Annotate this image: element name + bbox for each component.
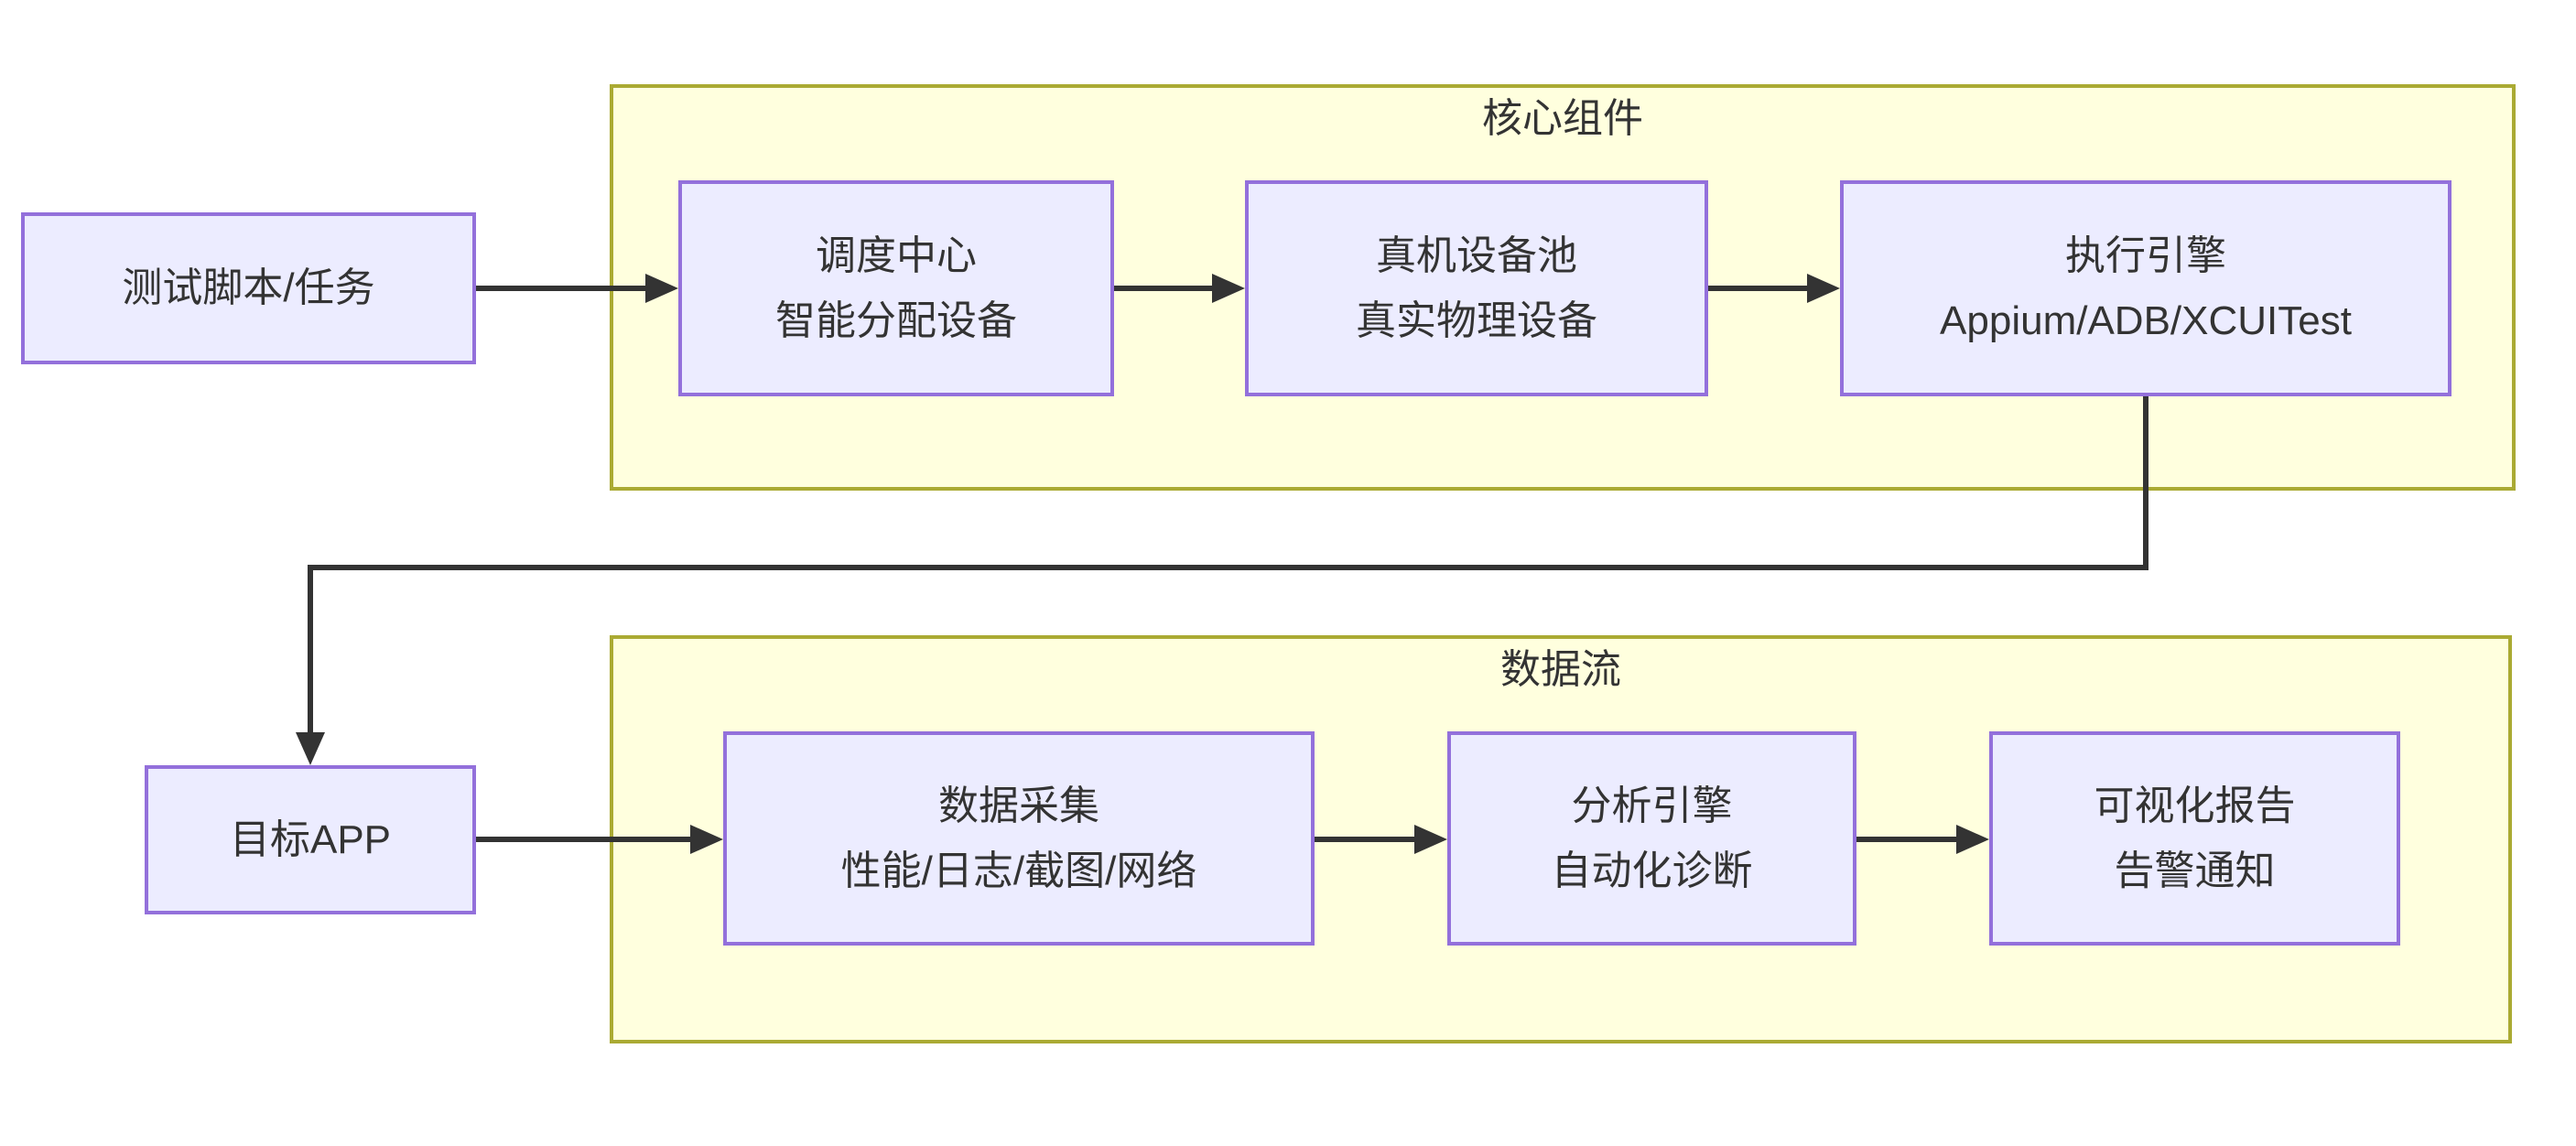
arrowhead-icon — [690, 825, 723, 854]
node-test-script: 测试脚本/任务 — [21, 212, 476, 364]
arrowhead-icon — [1212, 274, 1245, 303]
arrowhead-icon — [1414, 825, 1447, 854]
edge-target-app-to-data-collect — [476, 825, 723, 854]
arrowhead-icon — [1807, 274, 1840, 303]
edge-exec-engine-to-target-app — [296, 396, 2148, 765]
node-scheduler: 调度中心 智能分配设备 — [678, 180, 1114, 396]
node-data-collect: 数据采集 性能/日志/截图/网络 — [723, 731, 1315, 946]
arrowhead-icon — [645, 274, 678, 303]
cluster-dataflow-title: 数据流 — [1500, 647, 1621, 692]
node-test-script-label: 测试脚本/任务 — [122, 265, 375, 311]
arrowhead-icon — [1956, 825, 1989, 854]
node-exec-engine-line2: Appium/ADB/XCUITest — [1940, 298, 2352, 343]
node-scheduler-line1: 调度中心 — [816, 232, 977, 278]
cluster-core-title: 核心组件 — [1482, 96, 1643, 141]
arrowhead-icon — [296, 732, 325, 765]
node-data-collect-line1: 数据采集 — [938, 783, 1099, 828]
node-target-app: 目标APP — [145, 765, 476, 914]
edge-test-script-to-scheduler — [476, 274, 678, 303]
edge-device-pool-to-exec-engine — [1708, 274, 1840, 303]
edge-line — [308, 396, 2148, 734]
node-report-line2: 告警通知 — [2114, 849, 2276, 893]
node-data-collect-line2: 性能/日志/截图/网络 — [840, 849, 1197, 893]
node-report: 可视化报告 告警通知 — [1989, 731, 2400, 946]
edge-data-collect-to-analysis — [1315, 825, 1447, 854]
node-analysis-line1: 分析引擎 — [1571, 783, 1733, 828]
edge-analysis-to-report — [1856, 825, 1989, 854]
node-device-pool: 真机设备池 真实物理设备 — [1245, 180, 1708, 396]
node-exec-engine: 执行引擎 Appium/ADB/XCUITest — [1840, 180, 2452, 396]
node-analysis: 分析引擎 自动化诊断 — [1447, 731, 1856, 946]
node-scheduler-line2: 智能分配设备 — [775, 298, 1017, 343]
node-target-app-label: 目标APP — [229, 816, 392, 862]
node-report-line1: 可视化报告 — [2094, 783, 2296, 828]
edge-scheduler-to-device-pool — [1114, 274, 1245, 303]
node-exec-engine-line1: 执行引擎 — [2065, 232, 2226, 278]
node-device-pool-line2: 真实物理设备 — [1356, 298, 1597, 343]
node-device-pool-line1: 真机设备池 — [1376, 232, 1577, 278]
node-analysis-line2: 自动化诊断 — [1551, 849, 1753, 893]
